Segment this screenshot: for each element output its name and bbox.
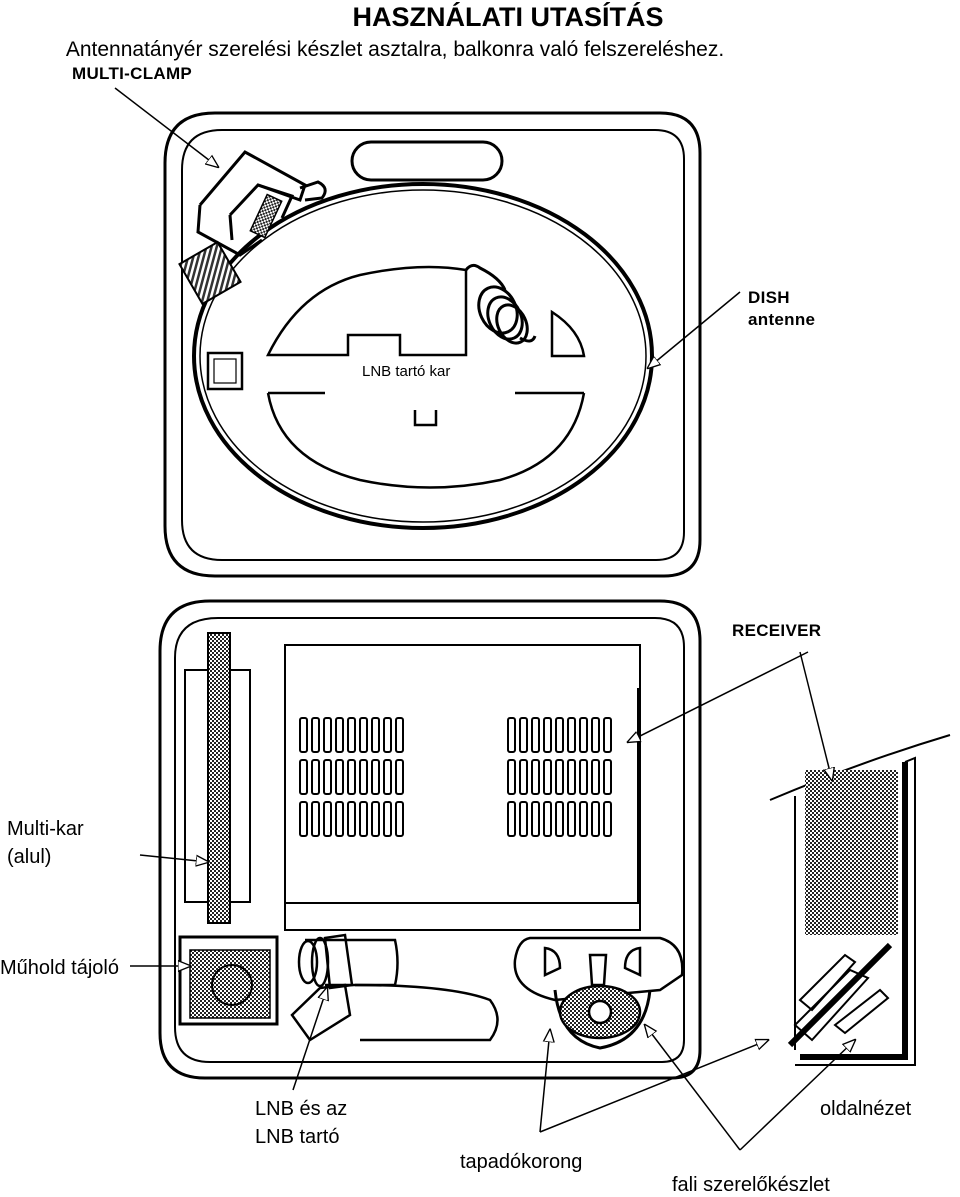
vent-slot <box>531 717 540 753</box>
vent-slot <box>567 717 576 753</box>
leader-wall-kit-1 <box>645 1025 741 1151</box>
vent-slot <box>359 759 368 795</box>
leader-lnb <box>292 988 327 1091</box>
vent-slot <box>335 717 344 753</box>
vent-slot <box>383 801 392 837</box>
vent-slot <box>555 717 564 753</box>
lnb-arm-cutout <box>265 265 586 489</box>
leader-receiver <box>628 651 809 742</box>
vent-slot <box>395 759 404 795</box>
vent-slot <box>603 759 612 795</box>
vent-slot <box>507 801 516 837</box>
lnb-holder-icon <box>290 933 499 1042</box>
label-dish-antenne: antenne <box>748 310 816 329</box>
receiver-vents-right <box>507 717 612 837</box>
leader-receiver-side <box>799 651 832 780</box>
vent-slot <box>567 801 576 837</box>
label-dish: DISH <box>748 288 790 307</box>
vent-slot <box>323 759 332 795</box>
vent-slot <box>603 801 612 837</box>
vent-slot <box>531 801 540 837</box>
vent-slot <box>603 717 612 753</box>
vent-slot <box>299 759 308 795</box>
label-side-view: oldalnézet <box>820 1098 912 1120</box>
vent-slot <box>311 759 320 795</box>
multi-arm-compartment <box>184 632 251 924</box>
vent-slot <box>347 759 356 795</box>
vent-slot <box>371 801 380 837</box>
label-lnb-holder: LNB tartó <box>255 1126 340 1148</box>
vent-slot <box>567 759 576 795</box>
lid-lock-icon <box>206 351 244 391</box>
vent-slot <box>395 717 404 753</box>
label-suction-cup: tapadókorong <box>460 1151 583 1173</box>
receiver-compartment <box>284 644 641 931</box>
vent-slot <box>383 759 392 795</box>
label-multi-clamp: MULTI-CLAMP <box>72 64 193 83</box>
case-lid <box>163 111 702 578</box>
vent-slot <box>395 801 404 837</box>
vent-slot <box>383 717 392 753</box>
vent-slot <box>371 759 380 795</box>
vent-slot <box>591 717 600 753</box>
leader-multi-arm <box>139 854 208 862</box>
suction-cup-tray <box>513 936 684 1050</box>
leader-multi-clamp <box>114 87 218 167</box>
vent-slot <box>347 717 356 753</box>
label-multi-arm-bottom: (alul) <box>7 846 52 868</box>
vent-slot <box>335 801 344 837</box>
vent-slot <box>543 801 552 837</box>
vent-slot <box>543 759 552 795</box>
vent-slot <box>507 759 516 795</box>
vent-slot <box>555 759 564 795</box>
label-lnb-arm: LNB tartó kar <box>362 363 451 380</box>
vent-slot <box>519 759 528 795</box>
vent-slot <box>323 717 332 753</box>
cable-coil-icon <box>464 263 537 345</box>
vent-slot <box>311 801 320 837</box>
leader-dish <box>648 291 741 368</box>
leader-wall-kit-2 <box>739 1040 855 1151</box>
vent-slot <box>591 801 600 837</box>
vent-slot <box>371 717 380 753</box>
label-lnb: LNB és az <box>255 1098 348 1120</box>
vent-slot <box>543 717 552 753</box>
vent-slot <box>579 717 588 753</box>
vent-slot <box>519 717 528 753</box>
vent-slot <box>579 801 588 837</box>
leader-suction-2 <box>539 1040 768 1133</box>
vent-slot <box>579 759 588 795</box>
vent-slot <box>347 801 356 837</box>
page-title: HASZNÁLATI UTASÍTÁS <box>352 2 664 32</box>
vent-slot <box>323 801 332 837</box>
page-subtitle: Antennatányér szerelési készlet asztalra… <box>65 38 725 61</box>
vent-slot <box>519 801 528 837</box>
vent-slot <box>531 759 540 795</box>
multi-clamp-icon <box>178 150 327 306</box>
label-receiver: RECEIVER <box>732 621 822 640</box>
vent-slot <box>555 801 564 837</box>
label-wall-kit: fali szerelőkészlet <box>672 1174 830 1196</box>
receiver-vents-left <box>299 717 404 837</box>
vent-slot <box>311 717 320 753</box>
vent-slot <box>335 759 344 795</box>
label-satellite-finder: Műhold tájoló <box>0 957 119 979</box>
side-view-drawing <box>769 734 951 1066</box>
case-body <box>158 599 702 1080</box>
satellite-finder-icon <box>178 935 279 1026</box>
leader-lines <box>114 87 855 1151</box>
vent-slot <box>359 717 368 753</box>
leader-suction-1 <box>539 1030 550 1133</box>
vent-slot <box>507 717 516 753</box>
vent-slot <box>591 759 600 795</box>
vent-slot <box>359 801 368 837</box>
vent-slot <box>299 717 308 753</box>
label-multi-arm: Multi-kar <box>7 818 84 840</box>
vent-slot <box>299 801 308 837</box>
